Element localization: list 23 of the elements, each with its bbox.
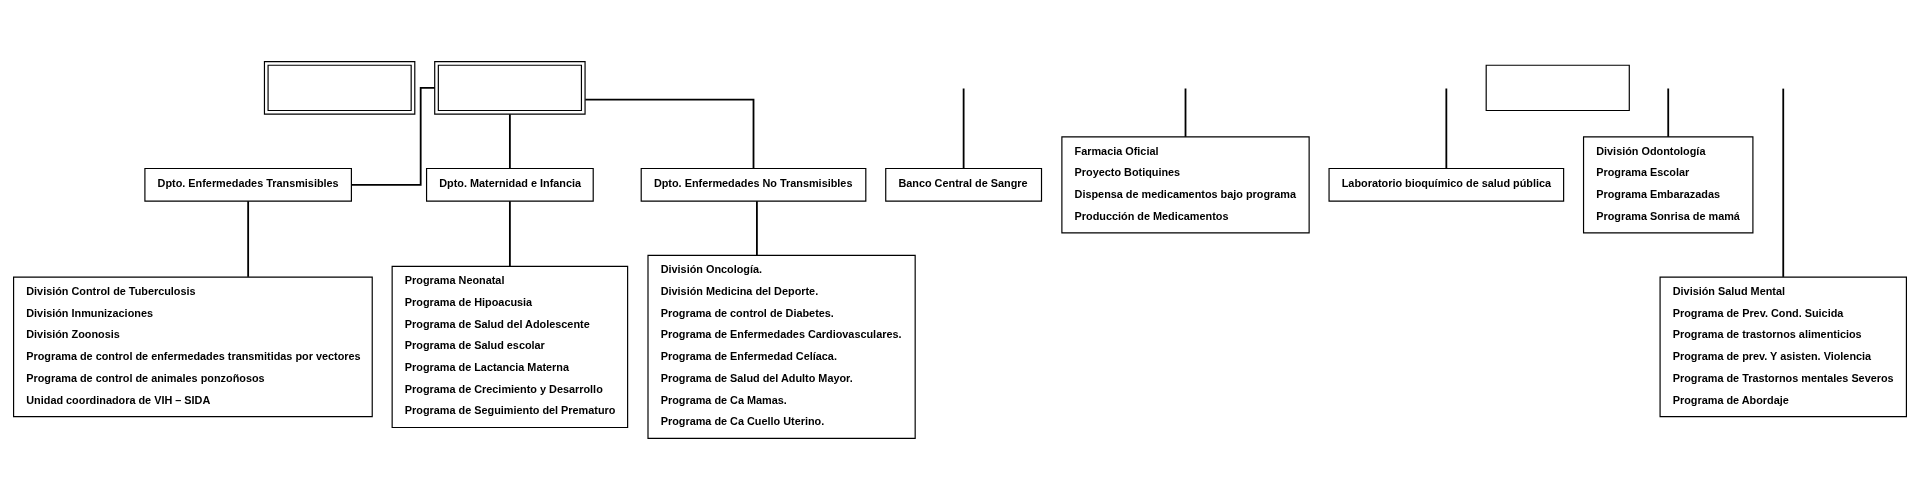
node-box: Laboratorio bioquímico de salud pública bbox=[1328, 167, 1565, 202]
connector bbox=[756, 200, 758, 257]
node-box: Dpto. Maternidad e Infancia bbox=[426, 167, 594, 202]
node-box: Programa Neonatal Programa de Hipoacusia Programa de Salud del Adolescente Programa de Salud escolar Programa de Lactancia Materna Programa de Crecimiento y Desarrollo Programa de Seguimiento del Prematuro bbox=[391, 265, 629, 429]
connector bbox=[350, 87, 436, 186]
node-box: Dpto. Enfermedades Transmisibles bbox=[144, 167, 352, 202]
connector bbox=[509, 200, 511, 268]
node-box: Dpto. Enfermedades No Transmisibles bbox=[640, 167, 867, 202]
connector bbox=[962, 87, 965, 170]
connector bbox=[1667, 87, 1670, 138]
node-box: División Control de Tuberculosis División Inmunizaciones División Zoonosis Programa de control de enfermedades transmitidas por vectores Programa de control de animales ponzoñosos Unidad coordinadora de VIH – SIDA bbox=[13, 276, 373, 418]
connector bbox=[1184, 87, 1187, 138]
connector bbox=[584, 98, 755, 170]
connector bbox=[247, 200, 250, 278]
node-box: División Odontología Programa Escolar Programa Embarazadas Programa Sonrisa de mamá bbox=[1582, 136, 1754, 234]
node-box: Farmacia Oficial Proyecto Botiquines Dispensa de medicamentos bajo programa Producción de Medicamentos bbox=[1061, 136, 1310, 234]
node-box bbox=[1485, 64, 1630, 112]
connector bbox=[1445, 87, 1448, 170]
node-box: Banco Central de Sangre bbox=[885, 167, 1043, 202]
node-box: División Oncología. División Medicina del Deporte. Programa de control de Diabetes. Programa de Enfermedades Cardiovasculares. Programa de Enfermedad Celíaca. Programa de Salud del Adulto Mayor. Programa de Ca Mamas. Programa de Ca Cuello Uterino. bbox=[647, 254, 916, 439]
connector bbox=[1782, 87, 1785, 278]
node-box: División Salud Mental Programa de Prev. Cond. Suicida Programa de trastornos alimenticios Programa de prev. Y asisten. Violencia Programa de Trastornos mentales Severos Programa de Abordaje bbox=[1659, 276, 1907, 418]
connector bbox=[509, 113, 511, 170]
